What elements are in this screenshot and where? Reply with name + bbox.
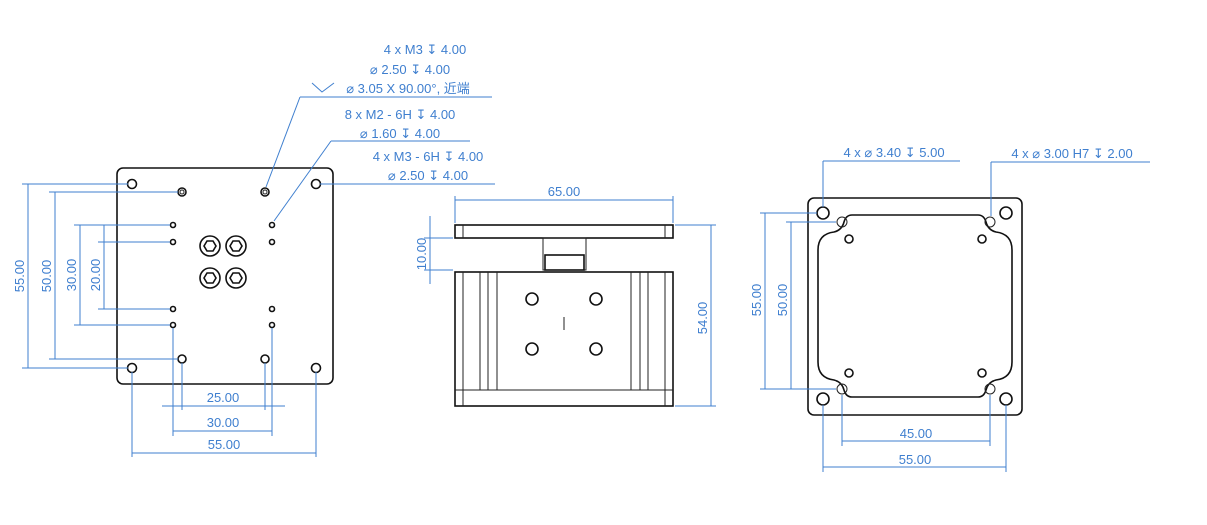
front-view: 4 x M3 ↧ 4.00 ⌀ 2.50 ↧ 4.00 ⌀ 3.05 X 90.… xyxy=(12,42,495,457)
bottom-outline xyxy=(807,197,1023,416)
dim-h55: 55.00 xyxy=(208,437,241,452)
side-view: 65.00 10.00 54.00 xyxy=(414,184,716,407)
callout-m3-line2: ⌀ 2.50 ↧ 4.00 xyxy=(370,62,450,77)
small-screws xyxy=(844,234,987,378)
m3-holes xyxy=(177,187,270,364)
bottom-pocket xyxy=(817,214,1013,398)
dim-v30: 30.00 xyxy=(64,259,79,292)
side-dim-lines xyxy=(424,196,716,407)
pin-holes xyxy=(836,216,996,395)
side-top-plate xyxy=(454,224,674,239)
side-screws xyxy=(525,292,603,356)
leader-lines xyxy=(265,82,495,222)
callout-m3-line1: 4 x M3 ↧ 4.00 xyxy=(384,42,466,57)
dim-v50-bottom: 50.00 xyxy=(775,284,790,317)
dim-h45-bottom: 45.00 xyxy=(900,426,933,441)
dim-v55: 55.00 xyxy=(12,260,27,293)
corner-holes xyxy=(126,178,322,374)
callout-pin-holes: 4 x ⌀ 3.00 H7 ↧ 2.00 xyxy=(1011,146,1132,161)
front-dim-lines xyxy=(22,183,317,457)
dim-v55-bottom: 55.00 xyxy=(749,284,764,317)
hex-screws xyxy=(199,235,247,289)
dim-v20: 20.00 xyxy=(88,259,103,292)
dim-h25: 25.00 xyxy=(207,390,240,405)
dim-width-65: 65.00 xyxy=(548,184,581,199)
callout-m3-6h-line1: 4 x M3 - 6H ↧ 4.00 xyxy=(373,149,484,164)
dim-height-54: 54.00 xyxy=(695,302,710,335)
m2-holes xyxy=(169,221,276,329)
dim-h55-bottom: 55.00 xyxy=(899,452,932,467)
dim-plate-10: 10.00 xyxy=(414,238,429,271)
callout-m3-line3: ⌀ 3.05 X 90.00°, 近端 xyxy=(346,81,470,96)
callout-m2-line1: 8 x M2 - 6H ↧ 4.00 xyxy=(345,107,456,122)
top-plate-outline xyxy=(116,167,334,385)
bottom-dim-lines xyxy=(760,160,1150,472)
dim-v50: 50.00 xyxy=(39,260,54,293)
callout-mount-holes: 4 x ⌀ 3.40 ↧ 5.00 xyxy=(843,145,944,160)
callout-m2-line2: ⌀ 1.60 ↧ 4.00 xyxy=(360,126,440,141)
bottom-view: 4 x ⌀ 3.40 ↧ 5.00 4 x ⌀ 3.00 H7 ↧ 2.00 5… xyxy=(749,145,1150,472)
dim-h30: 30.00 xyxy=(207,415,240,430)
side-neck xyxy=(542,237,587,271)
callout-m3-6h-line2: ⌀ 2.50 ↧ 4.00 xyxy=(388,168,468,183)
side-body xyxy=(454,271,674,407)
